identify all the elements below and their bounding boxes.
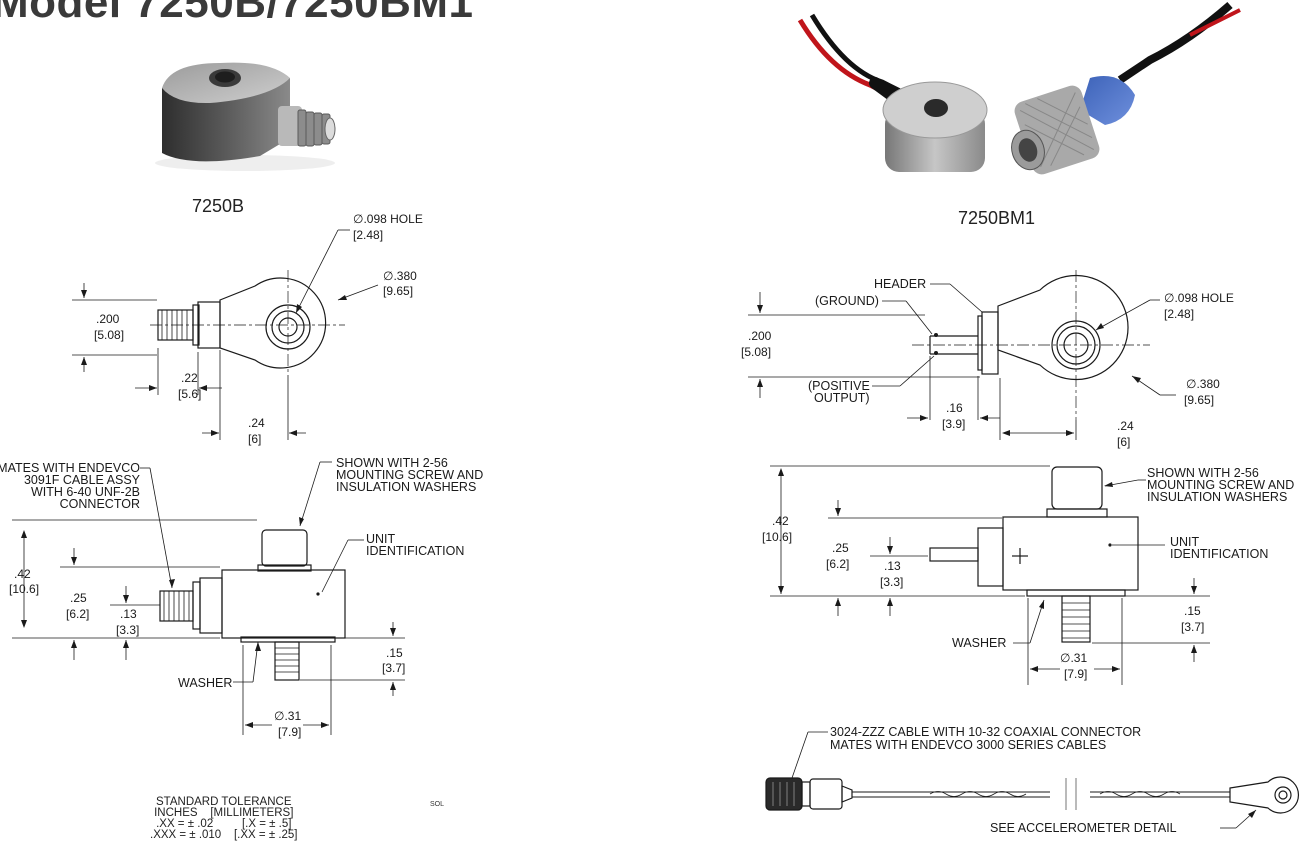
- right-d31-in: ∅.31: [1060, 651, 1087, 665]
- right-hole-dia: ∅.098 HOLE: [1164, 291, 1234, 305]
- right-unit-id-1: UNIT: [1170, 535, 1200, 549]
- right-pin-mm: [3.9]: [942, 417, 965, 431]
- right-shown-note-3: INSULATION WASHERS: [1147, 490, 1287, 504]
- left-shown-note-1: SHOWN WITH 2-56: [336, 456, 448, 470]
- right-offset-mm: [6]: [1117, 435, 1130, 449]
- left-conn-mm: [5.6]: [178, 387, 201, 401]
- left-d31-in: ∅.31: [274, 709, 301, 723]
- sol-mark: SOL: [430, 801, 445, 808]
- left-mates-note-3: WITH 6-40 UNF-2B: [31, 485, 140, 499]
- left-hole-mm: [2.48]: [353, 228, 383, 242]
- left-h13-mm: [3.3]: [116, 623, 139, 637]
- left-hole-dia: ∅.098 HOLE: [353, 212, 423, 226]
- left-mates-note-1: MATES WITH ENDEVCO: [0, 461, 140, 475]
- right-washer: WASHER: [952, 636, 1006, 650]
- right-height-mm: [5.08]: [741, 345, 771, 359]
- cable-drawing: [765, 776, 1300, 814]
- right-outer-mm: [9.65]: [1184, 393, 1214, 407]
- tolerance-line-4: .XXX = ± .010 [.XX = ± .25]: [150, 829, 298, 841]
- right-ground-label: (GROUND): [815, 294, 879, 308]
- left-h15-mm: [3.7]: [382, 661, 405, 675]
- tolerance-line-2: INCHES [MILLIMETERS]: [154, 807, 294, 819]
- see-detail-note: SEE ACCELEROMETER DETAIL: [990, 821, 1177, 835]
- left-side-view-outline: [159, 529, 346, 681]
- right-unit-id-2: IDENTIFICATION: [1170, 547, 1268, 561]
- right-h25-in: .25: [832, 541, 849, 555]
- right-h15-in: .15: [1184, 604, 1201, 618]
- left-h25-in: .25: [70, 591, 87, 605]
- right-side-view-outline: [929, 466, 1139, 643]
- right-positive-label-2: OUTPUT): [814, 391, 870, 405]
- right-pin-in: .16: [946, 401, 963, 415]
- left-shown-note-2: MOUNTING SCREW AND: [336, 468, 483, 482]
- right-hole-mm: [2.48]: [1164, 307, 1194, 321]
- right-outer-dia: ∅.380: [1186, 377, 1220, 391]
- right-shown-note-1: SHOWN WITH 2-56: [1147, 466, 1259, 480]
- model-label-7250bm1: 7250BM1: [958, 208, 1036, 228]
- page-title: Model 7250B/7250BM1: [0, 0, 474, 27]
- left-unit-id-2: IDENTIFICATION: [366, 544, 464, 558]
- left-d31-mm: [7.9]: [278, 725, 301, 739]
- right-h25-mm: [6.2]: [826, 557, 849, 571]
- left-outer-mm: [9.65]: [383, 284, 413, 298]
- left-top-view-outline: [157, 277, 327, 369]
- product-photo-7250b: [155, 62, 336, 171]
- left-mates-note-4: CONNECTOR: [60, 497, 140, 511]
- right-d31-mm: [7.9]: [1064, 667, 1087, 681]
- right-h42-in: .42: [772, 514, 789, 528]
- left-offset-in: .24: [248, 416, 265, 430]
- left-offset-mm: [6]: [248, 432, 261, 446]
- cable-note-1: 3024-ZZZ CABLE WITH 10-32 COAXIAL CONNEC…: [830, 725, 1141, 739]
- left-mates-note-2: 3091F CABLE ASSY: [24, 473, 141, 487]
- right-header-label: HEADER: [874, 277, 926, 291]
- product-photo-7250bm1: [797, 1, 1241, 175]
- left-height-mm: [5.08]: [94, 328, 124, 342]
- tolerance-line-1: STANDARD TOLERANCE: [156, 796, 292, 808]
- cable-note-2: MATES WITH ENDEVCO 3000 SERIES CABLES: [830, 738, 1106, 752]
- left-h42-in: .42: [14, 567, 31, 581]
- left-height-in: .200: [96, 312, 120, 326]
- right-offset-in: .24: [1117, 419, 1134, 433]
- left-h13-in: .13: [120, 607, 137, 621]
- left-conn-in: .22: [181, 371, 198, 385]
- left-shown-note-3: INSULATION WASHERS: [336, 480, 476, 494]
- left-h15-in: .15: [386, 646, 403, 660]
- right-shown-note-2: MOUNTING SCREW AND: [1147, 478, 1294, 492]
- left-washer: WASHER: [178, 676, 232, 690]
- right-height-in: .200: [748, 329, 772, 343]
- right-positive-label-1: (POSITIVE: [808, 379, 870, 393]
- right-h13-mm: [3.3]: [880, 575, 903, 589]
- right-h42-mm: [10.6]: [762, 530, 792, 544]
- right-h13-in: .13: [884, 559, 901, 573]
- model-label-7250b: 7250B: [192, 196, 245, 216]
- left-outer-dia: ∅.380: [383, 269, 417, 283]
- left-h25-mm: [6.2]: [66, 607, 89, 621]
- left-unit-id-1: UNIT: [366, 532, 396, 546]
- right-h15-mm: [3.7]: [1181, 620, 1204, 634]
- tolerance-line-3: .XX = ± .02 [.X = ± .5]: [156, 818, 292, 830]
- left-h42-mm: [10.6]: [9, 582, 39, 596]
